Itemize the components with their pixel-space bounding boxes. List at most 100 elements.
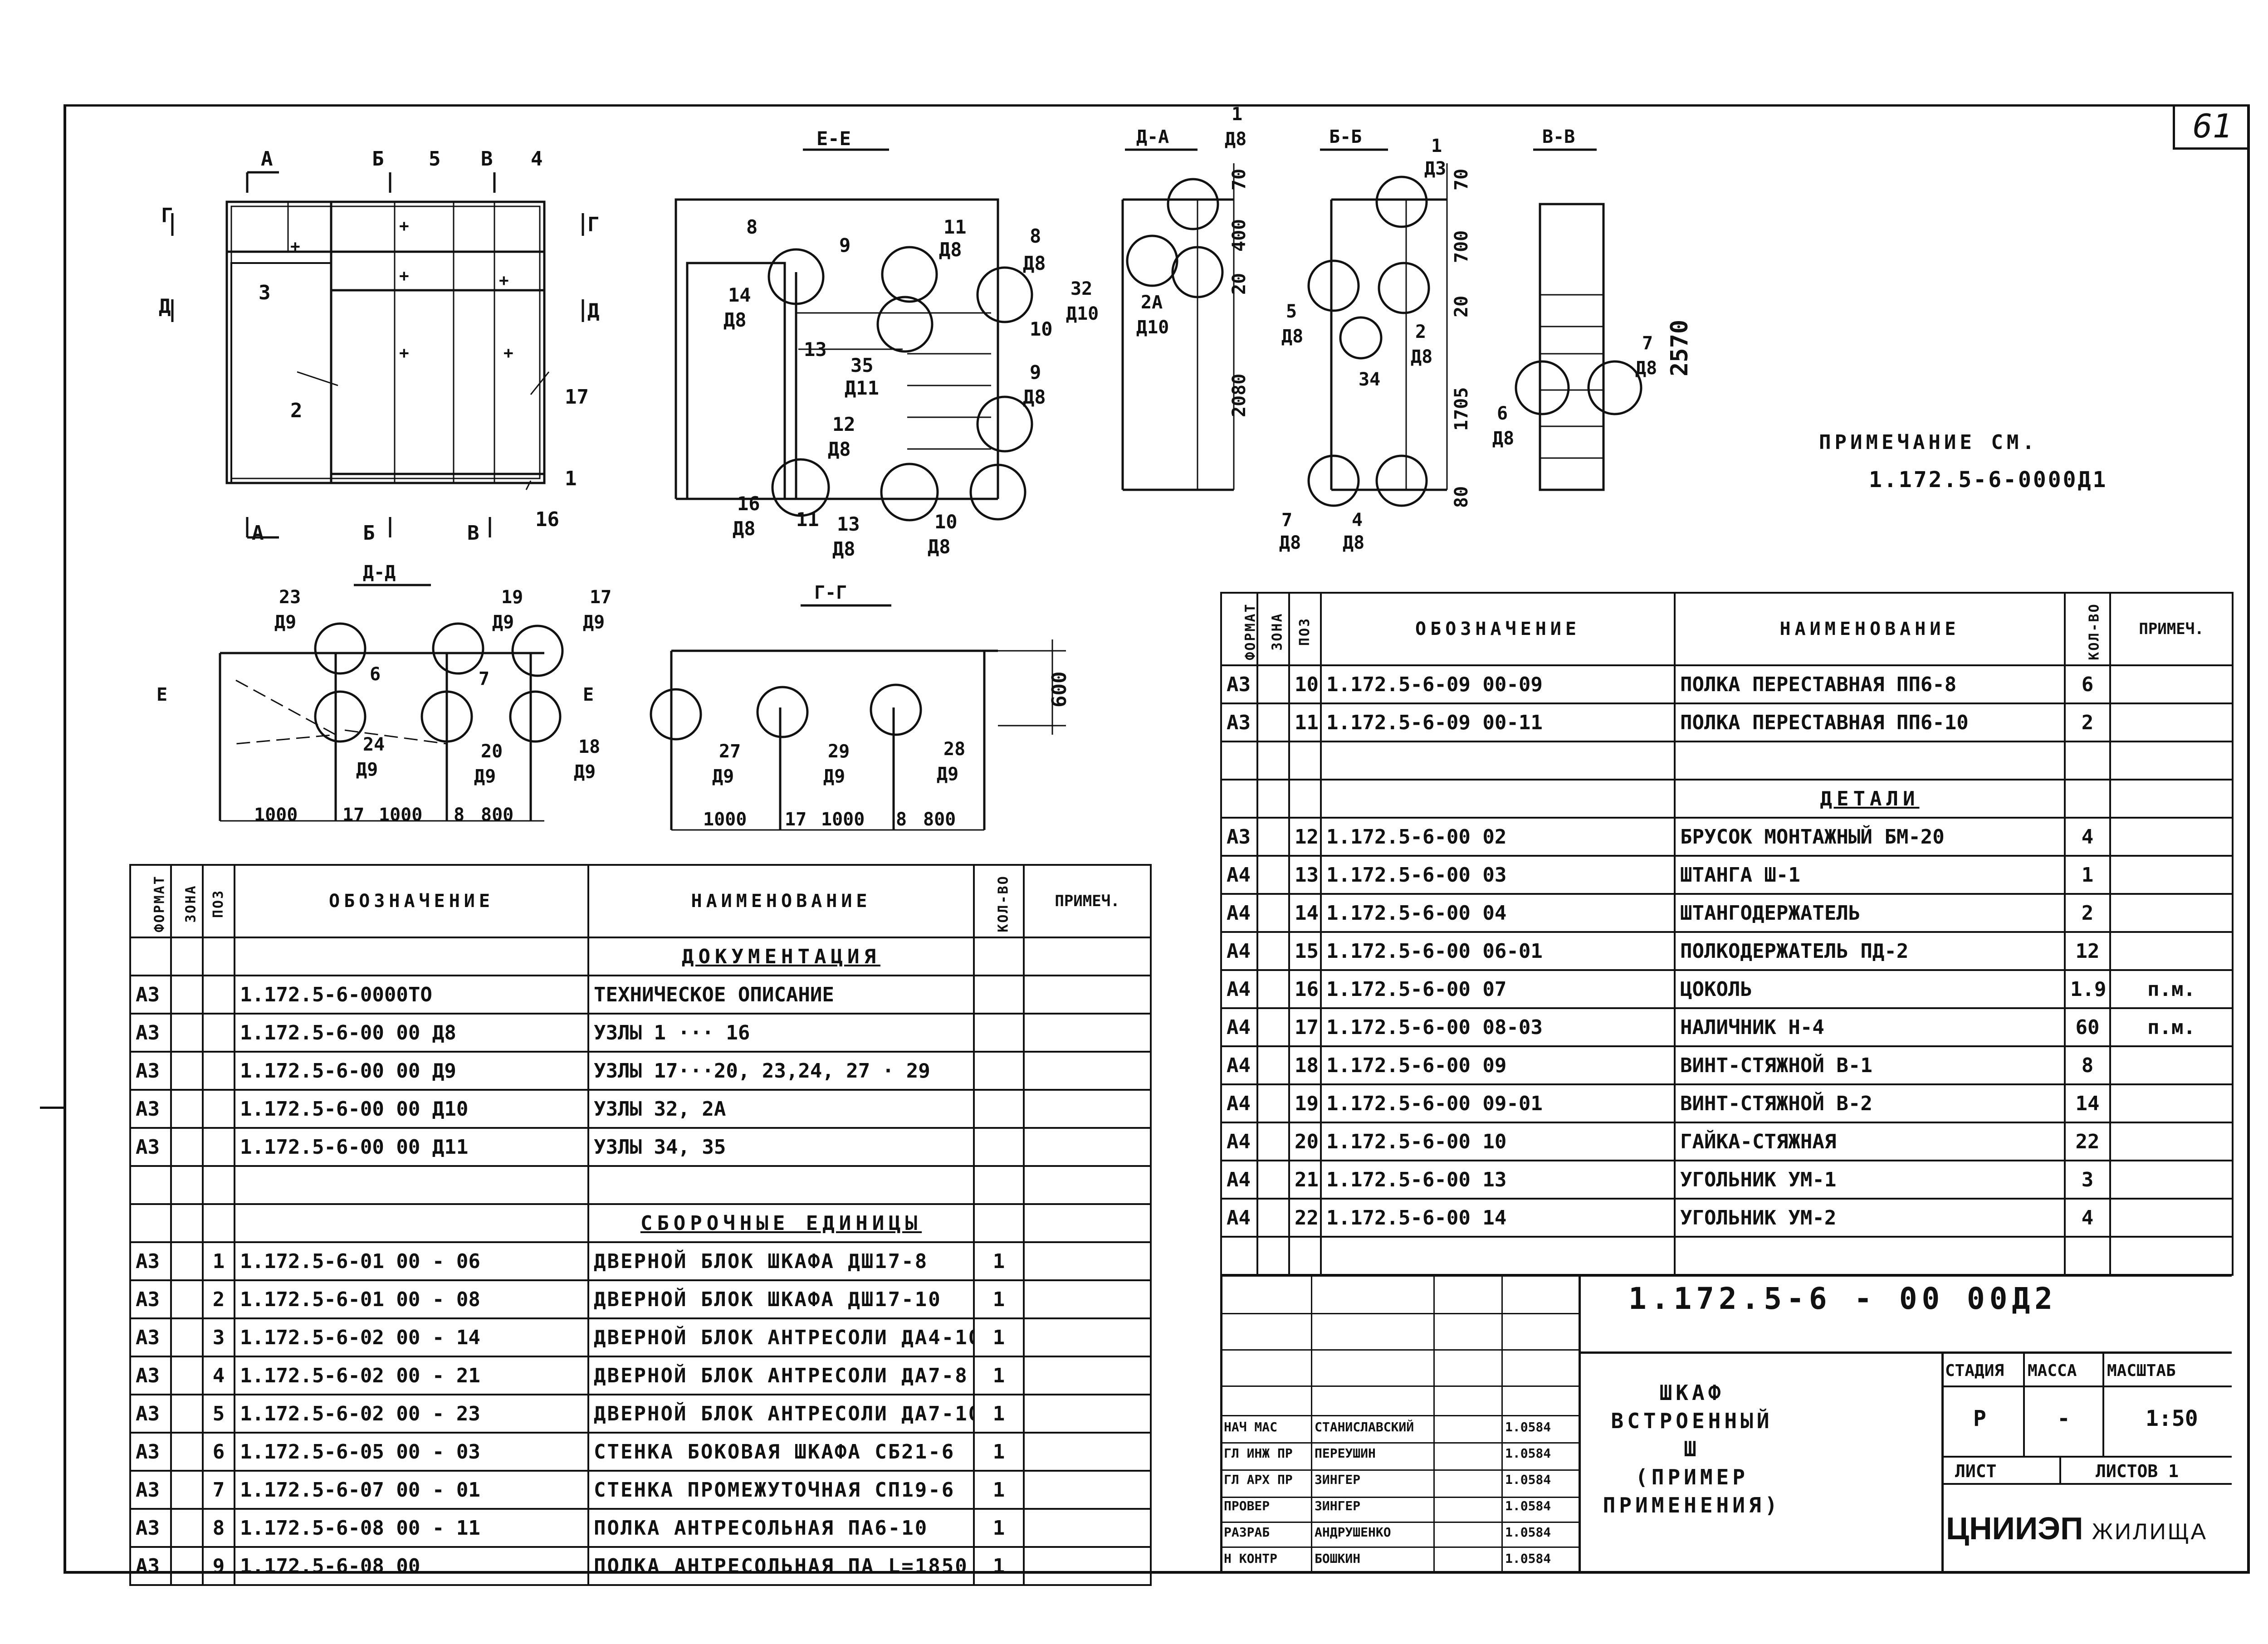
cell-name: НАЛИЧНИК Н-4 <box>1674 1007 2066 1047</box>
cell-name: ПОЛКА АНТРЕСОЛЬНАЯ ПА6-10 <box>587 1508 975 1548</box>
cell-zone <box>170 1013 204 1053</box>
cell-note <box>1023 1051 1152 1091</box>
section-row: ДЕТАЛИ <box>1220 779 2234 819</box>
svg-text:1705: 1705 <box>1451 387 1472 431</box>
binding-mark <box>40 1107 64 1109</box>
cell-note: п.м. <box>2109 969 2234 1009</box>
cell-note <box>2109 1198 2234 1238</box>
cell-name: ДВЕРНОЙ БЛОК АНТРЕСОЛИ ДА7-10 <box>587 1394 975 1434</box>
table-header-row: ФОРМАТ ЗОНА ПОЗ ОБОЗНАЧЕНИЕ НАИМЕНОВАНИЕ… <box>1220 592 2234 666</box>
svg-text:Д8: Д8 <box>733 517 756 540</box>
cell-name: ШТАНГА Ш-1 <box>1674 855 2066 895</box>
cell-qty: 1 <box>973 1470 1025 1510</box>
table-row-empty <box>1220 1236 2234 1276</box>
cell-note <box>2109 1160 2234 1200</box>
svg-text:5: 5 <box>429 147 441 171</box>
cell-pos: 4 <box>202 1356 235 1395</box>
svg-text:19: 19 <box>501 587 523 608</box>
cell-zone <box>1256 1045 1290 1085</box>
svg-text:70: 70 <box>1451 169 1472 190</box>
stage-value: Р <box>1973 1406 1986 1431</box>
cell-fmt: А3 <box>129 975 172 1015</box>
cell-note <box>2109 1083 2234 1123</box>
cell-qty: 22 <box>2064 1122 2111 1161</box>
cell-zone <box>170 1470 204 1510</box>
svg-text:Д9: Д9 <box>574 761 596 782</box>
cell-fmt: А3 <box>129 1013 172 1053</box>
cell-note <box>1023 1508 1152 1548</box>
svg-text:9: 9 <box>839 234 850 256</box>
document-code: 1.172.5-6 - 00 00Д2 <box>1628 1281 2057 1316</box>
cell-fmt: А3 <box>129 1508 172 1548</box>
section-bb-view <box>1307 148 1448 507</box>
cell-qty <box>973 1013 1025 1053</box>
section-vv-labels: В-В 2570 7 Д8 6 Д8 <box>1492 127 1693 449</box>
cell-code: 1.172.5-6-00 00 Д11 <box>234 1127 589 1167</box>
svg-text:20: 20 <box>1229 273 1250 295</box>
cell-zone <box>170 1394 204 1434</box>
svg-text:7: 7 <box>1281 510 1292 531</box>
cell-fmt: А3 <box>129 1356 172 1395</box>
svg-text:10: 10 <box>1030 318 1053 340</box>
signer-name: СТАНИСЛАВСКИЙ <box>1315 1420 1414 1434</box>
cell-fmt: А3 <box>129 1241 172 1281</box>
cell-qty: 14 <box>2064 1083 2111 1123</box>
cell-qty: 1 <box>973 1546 1025 1586</box>
svg-text:Д-А: Д-А <box>1136 127 1169 147</box>
cell-note <box>1023 1317 1152 1357</box>
svg-text:1000: 1000 <box>703 809 747 830</box>
svg-text:27: 27 <box>719 741 741 762</box>
cell-qty: 8 <box>2064 1045 2111 1085</box>
cell-fmt: А4 <box>1220 1045 1258 1085</box>
cell-zone <box>170 1546 204 1586</box>
section-dd-view <box>219 584 564 822</box>
cell-pos: 5 <box>202 1394 235 1434</box>
signer-date: 1.0584 <box>1505 1446 1551 1461</box>
cell-zone <box>1256 1122 1290 1161</box>
cell-code: 1.172.5-6-00 14 <box>1320 1198 1676 1238</box>
svg-text:28: 28 <box>943 739 965 760</box>
sheet-number: 61 <box>2173 104 2250 150</box>
cell-qty: 60 <box>2064 1007 2111 1047</box>
cell-note <box>1023 1432 1152 1472</box>
cell-zone <box>170 1279 204 1319</box>
svg-text:Д10: Д10 <box>1066 303 1099 324</box>
svg-text:В: В <box>481 147 493 171</box>
cell-qty: 6 <box>2064 664 2111 704</box>
cell-code: 1.172.5-6-00 04 <box>1320 893 1676 933</box>
svg-text:1000: 1000 <box>379 805 422 825</box>
cell-pos: 17 <box>1288 1007 1322 1047</box>
svg-text:Б: Б <box>372 147 384 171</box>
cell-code: 1.172.5-6-01 00 - 08 <box>234 1279 589 1319</box>
cell-name: УГОЛЬНИК УМ-2 <box>1674 1198 2066 1238</box>
svg-text:70: 70 <box>1229 169 1250 190</box>
cell-note <box>2109 817 2234 857</box>
svg-text:В-В: В-В <box>1542 127 1575 147</box>
cell-zone <box>170 1089 204 1129</box>
svg-text:Д9: Д9 <box>823 766 845 787</box>
signer-date: 1.0584 <box>1505 1420 1551 1434</box>
svg-text:+: + <box>503 344 513 362</box>
svg-text:Е-Е: Е-Е <box>816 127 851 150</box>
cell-pos: 22 <box>1288 1198 1322 1238</box>
cell-fmt: А3 <box>129 1089 172 1129</box>
section-bb-labels: Б-Б 1 Д3 70 700 20 1705 80 5 Д8 2 Д8 34 … <box>1279 127 1472 553</box>
cell-fmt: А3 <box>129 1317 172 1357</box>
cell-qty: 1 <box>2064 855 2111 895</box>
cell-fmt: А3 <box>129 1051 172 1091</box>
cell-note <box>2109 893 2234 933</box>
svg-text:1: 1 <box>1431 136 1442 156</box>
cell-qty <box>973 1051 1025 1091</box>
cell-fmt: А4 <box>1220 1160 1258 1200</box>
cell-pos: 9 <box>202 1546 235 1586</box>
cell-name: ВИНТ-СТЯЖНОЙ В-2 <box>1674 1083 2066 1123</box>
cell-pos: 8 <box>202 1508 235 1548</box>
svg-text:Д8: Д8 <box>1279 532 1301 553</box>
cell-qty: 1 <box>973 1241 1025 1281</box>
